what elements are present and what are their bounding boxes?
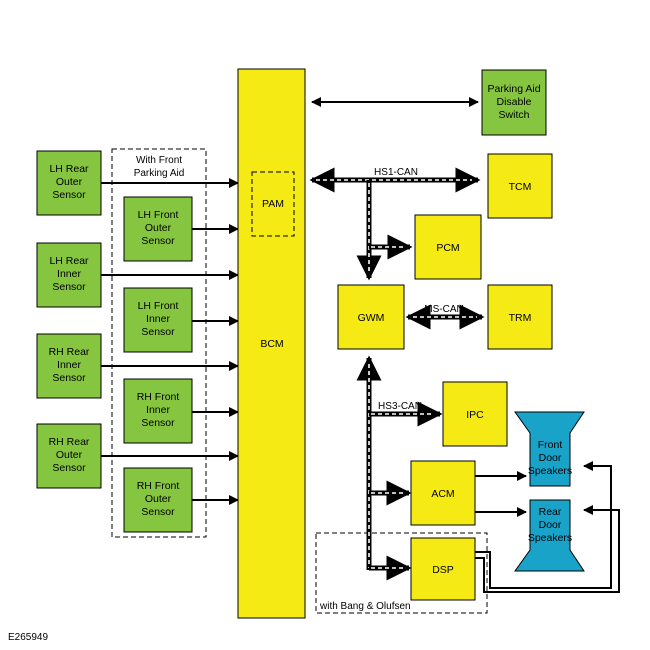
svg-text:Sensor: Sensor [52,281,86,293]
sensor-rh-front-outer: RH Front Outer Sensor [123,467,193,533]
svg-text:Outer: Outer [56,449,83,461]
svg-text:Door: Door [539,452,562,464]
sensor-rh-rear-inner: RH Rear Inner Sensor [36,333,102,399]
svg-text:IPC: IPC [466,409,484,421]
svg-text:TCM: TCM [509,181,532,193]
svg-text:LH Front: LH Front [138,300,179,312]
svg-text:LH Rear: LH Rear [49,255,89,267]
svg-text:Sensor: Sensor [141,417,175,429]
svg-text:RH Front: RH Front [137,391,180,403]
bus-label-hs3: HS3-CAN [378,401,422,412]
sensor-lh-rear-inner: LH Rear Inner Sensor [36,242,102,308]
svg-text:DSP: DSP [432,564,454,576]
svg-text:Rear: Rear [539,506,562,518]
svg-text:Sensor: Sensor [52,462,86,474]
front-door-speakers: Front Door Speakers [514,411,585,487]
sensor-lh-front-outer: LH Front Outer Sensor [123,196,193,262]
svg-text:Door: Door [539,519,562,531]
wire-dsp-front-speakers [475,461,612,589]
svg-text:Parking Aid: Parking Aid [487,83,540,95]
module-ipc: IPC [442,381,508,447]
svg-text:Outer: Outer [145,493,172,505]
bang-olufsen-group [315,532,488,614]
rear-door-speakers: Rear Door Speakers [514,499,585,572]
svg-text:Inner: Inner [57,359,81,371]
module-trm: TRM [487,284,553,350]
parking-aid-disable-switch: Parking Aid Disable Switch [481,69,547,136]
svg-text:RH Rear: RH Rear [49,346,90,358]
svg-text:GWM: GWM [358,312,385,324]
bus-label-hs1: HS1-CAN [374,167,418,178]
bang-olufsen-label: with Bang & Olufsen [319,601,411,612]
svg-text:Inner: Inner [57,268,81,280]
front-parking-aid-label-line1: With Front [136,155,182,166]
svg-text:Front: Front [538,439,563,451]
figure-id-label: E265949 [8,632,48,643]
svg-text:ACM: ACM [431,488,454,500]
svg-text:Speakers: Speakers [528,532,572,544]
module-dsp: DSP [410,537,476,601]
svg-text:Speakers: Speakers [528,465,572,477]
module-bcm: BCM [237,68,306,619]
svg-text:Outer: Outer [145,222,172,234]
svg-text:LH Front: LH Front [138,209,179,221]
svg-text:Sensor: Sensor [52,189,86,201]
bus-label-ms: MS-CAN [424,304,463,315]
svg-text:Sensor: Sensor [52,372,86,384]
svg-text:PCM: PCM [436,242,459,254]
svg-text:BCM: BCM [260,338,283,350]
svg-text:Sensor: Sensor [141,235,175,247]
svg-text:RH Rear: RH Rear [49,436,90,448]
wire-dsp-rear-speakers [475,505,620,593]
sensor-lh-front-inner: LH Front Inner Sensor [123,287,193,353]
svg-text:Switch: Switch [499,109,530,121]
svg-text:Outer: Outer [56,176,83,188]
network-buses [309,167,485,581]
svg-text:TRM: TRM [509,312,532,324]
svg-text:Inner: Inner [146,313,170,325]
sensor-lh-rear-outer: LH Rear Outer Sensor [36,150,102,216]
module-tcm: TCM [487,153,553,219]
svg-text:Disable: Disable [496,96,531,108]
svg-text:RH Front: RH Front [137,480,180,492]
module-gwm: GWM [337,284,405,350]
audio-wiring [475,461,620,593]
front-parking-aid-label-line2: Parking Aid [134,168,185,179]
svg-text:Sensor: Sensor [141,326,175,338]
module-pcm: PCM [414,214,482,280]
module-acm: ACM [410,460,476,526]
svg-text:LH Rear: LH Rear [49,163,89,175]
front-parking-aid-group [111,148,207,538]
sensor-connections [101,178,239,505]
sensor-rh-front-inner: RH Front Inner Sensor [123,378,193,444]
svg-text:PAM: PAM [262,198,284,210]
svg-text:Sensor: Sensor [141,506,175,518]
svg-text:Inner: Inner [146,404,170,416]
sensor-rh-rear-outer: RH Rear Outer Sensor [36,423,102,489]
module-pam: PAM [251,171,295,237]
